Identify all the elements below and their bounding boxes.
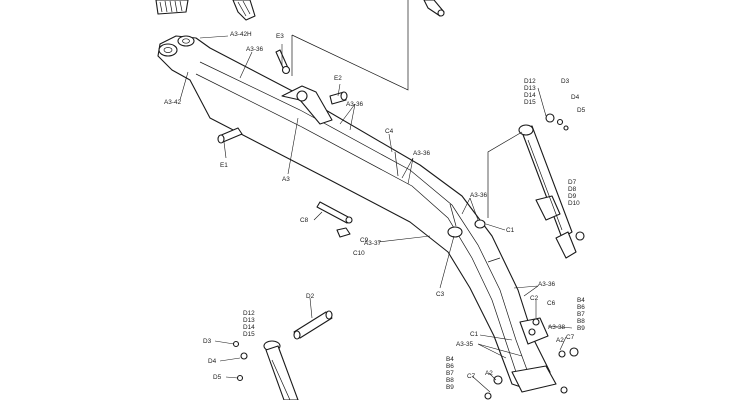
label-b6: B6 [577, 304, 585, 311]
label-d15: D15 [243, 331, 255, 338]
label-c7: C7 [467, 373, 476, 380]
label-d12: D12 [243, 310, 255, 317]
label-a3-36: A3-36 [413, 150, 430, 157]
label-b7: B7 [446, 370, 454, 377]
label-a3-36: A3-36 [246, 46, 263, 53]
label-b6: B6 [446, 363, 454, 370]
inset-frame [291, 0, 409, 91]
label-b7: B7 [577, 311, 585, 318]
boom-arm [157, 35, 557, 393]
label-e1: E1 [220, 162, 228, 169]
label-d9: D9 [568, 193, 577, 200]
label-c7: C7 [566, 334, 575, 341]
label-d12: D12 [524, 78, 536, 85]
washer-group-left [232, 340, 568, 400]
label-d10: D10 [568, 200, 580, 207]
leader-lines [179, 35, 573, 393]
label-d14: D14 [524, 92, 536, 99]
part-labels: A3-42H A3-36 E3 E2 A3-42 A3-36 C4 A3-36 … [164, 31, 586, 391]
label-d14: D14 [243, 324, 255, 331]
label-c10: C10 [353, 250, 365, 257]
label-d5: D5 [577, 107, 586, 114]
label-c2: C2 [530, 295, 539, 302]
label-a2: A2 [556, 337, 564, 344]
label-d13: D13 [243, 317, 255, 324]
label-c1: C1 [506, 227, 515, 234]
label-b8: B8 [446, 377, 454, 384]
label-c6: C6 [547, 300, 556, 307]
label-d3: D3 [203, 338, 212, 345]
label-c3: C3 [436, 291, 445, 298]
label-d4: D4 [208, 358, 217, 365]
label-c8: C8 [300, 217, 309, 224]
label-b9: B9 [577, 325, 585, 332]
label-d5: D5 [213, 374, 222, 381]
label-d13: D13 [524, 85, 536, 92]
label-c1: C1 [470, 331, 479, 338]
label-d8: D8 [568, 186, 577, 193]
label-a3-42h: A3-42H [230, 31, 252, 38]
fitting-part-top [423, 0, 445, 17]
label-b4: B4 [577, 297, 585, 304]
spring-part-top [155, 0, 189, 15]
label-d7: D7 [568, 179, 577, 186]
label-a3-36: A3-36 [346, 101, 363, 108]
label-a3-42: A3-42 [164, 99, 181, 106]
label-d15: D15 [524, 99, 536, 106]
boom-cylinder [487, 124, 577, 259]
label-b8: B8 [577, 318, 585, 325]
label-e3: E3 [276, 33, 284, 40]
pin-e2 [329, 91, 348, 105]
pin-d2 [293, 310, 333, 340]
label-e2: E2 [334, 75, 342, 82]
washer-group-right [528, 113, 585, 358]
label-b4: B4 [446, 356, 454, 363]
label-d3: D3 [561, 78, 570, 85]
label-a3-36: A3-36 [470, 192, 487, 199]
label-a3-38: A3-38 [548, 324, 565, 331]
label-c4: C4 [385, 128, 394, 135]
label-a3: A3 [282, 176, 290, 183]
arm-cylinder [263, 340, 299, 400]
pin-e1 [217, 127, 243, 144]
label-b9: B9 [446, 384, 454, 391]
label-a3-37: A3-37 [364, 240, 381, 247]
clip-c9-c10 [336, 227, 351, 238]
hose-part-top [232, 0, 256, 21]
label-c9: C9 [360, 237, 369, 244]
bolt-e3 [275, 49, 291, 75]
label-d2: D2 [306, 293, 315, 300]
label-a2: A2 [485, 370, 493, 377]
pin-c8 [316, 201, 353, 224]
label-a3-35: A3-35 [456, 341, 473, 348]
label-d4: D4 [571, 94, 580, 101]
label-a3-36: A3-36 [538, 281, 555, 288]
